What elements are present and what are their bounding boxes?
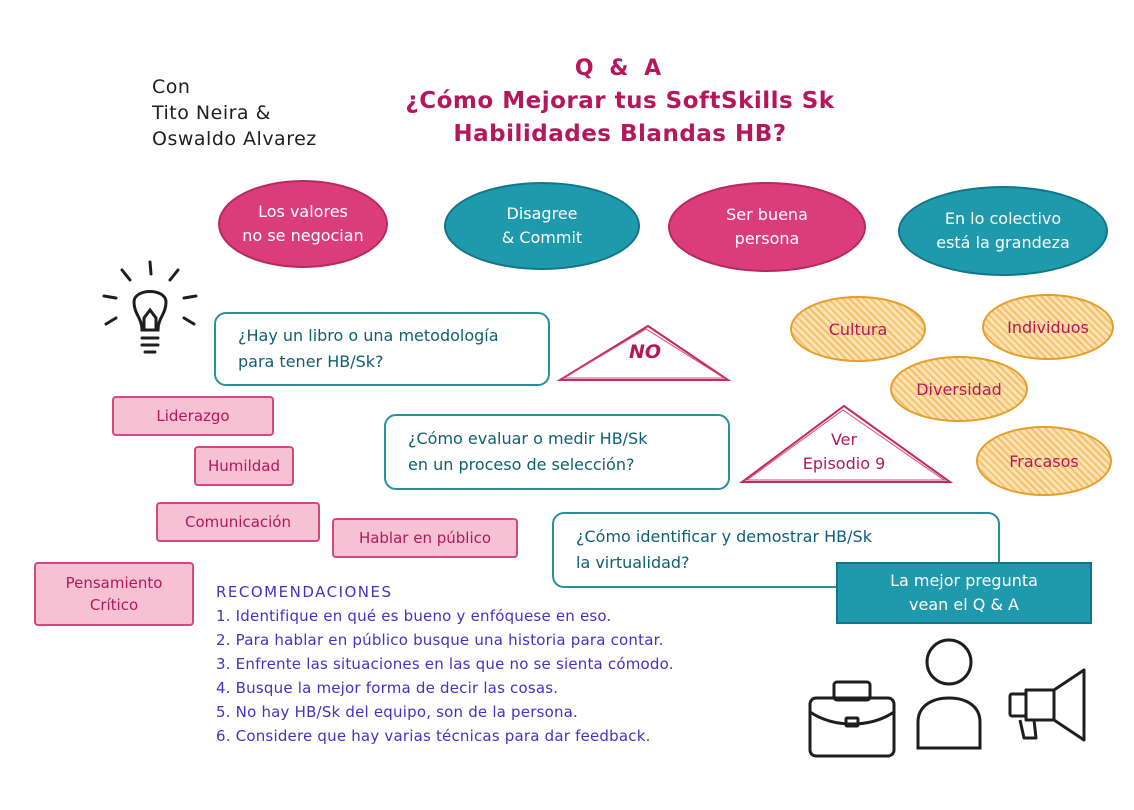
best-question-text: vean el Q & A: [909, 595, 1019, 614]
credits: Con Tito Neira & Oswaldo Alvarez: [152, 74, 317, 152]
lightbulb-icon: [102, 260, 198, 354]
title-line: Habilidades Blandas HB?: [453, 121, 787, 147]
skill-tag: Liderazgo: [112, 396, 274, 436]
value-text: Los valores: [258, 202, 348, 221]
credits-line: Oswaldo Alvarez: [152, 128, 317, 150]
value-text: & Commit: [501, 228, 583, 247]
recommendation-item: 1. Identifique en qué es bueno y enfóque…: [216, 607, 612, 625]
recommendation-item: 2. Para hablar en público busque una his…: [216, 631, 664, 649]
recommendations: RECOMENDACIONES 1. Identifique en qué es…: [216, 580, 674, 748]
recommendation-item: 5. No hay HB/Sk del equipo, son de la pe…: [216, 703, 579, 721]
question-text: la virtualidad?: [576, 553, 690, 572]
episode-triangle: [738, 404, 954, 483]
episode-text: Episodio 9: [802, 454, 886, 473]
value-text: Disagree: [506, 204, 578, 223]
question-box: ¿Cómo evaluar o medir HB/Sk en un proces…: [384, 414, 730, 490]
skill-tag: Hablar en público: [332, 518, 518, 558]
best-question-box: La mejor pregunta vean el Q & A: [836, 562, 1092, 624]
question-text: ¿Hay un libro o una metodología: [238, 326, 499, 345]
culture-bubble: Fracasos: [976, 426, 1112, 496]
no-triangle: [556, 324, 732, 381]
question-box: ¿Hay un libro o una metodología para ten…: [214, 312, 550, 386]
best-question-text: La mejor pregunta: [890, 571, 1038, 590]
value-bubble: Disagree & Commit: [444, 182, 640, 270]
skill-text: Crítico: [89, 596, 139, 614]
culture-bubble: Individuos: [982, 294, 1114, 360]
recommendations-title: RECOMENDACIONES: [216, 583, 393, 601]
skill-tag: Comunicación: [156, 502, 320, 542]
culture-bubble: Cultura: [790, 296, 926, 362]
title-line: ¿Cómo Mejorar tus SoftSkills Sk: [405, 88, 835, 114]
title-qa: Q & A: [574, 56, 666, 81]
value-text: no se negocian: [242, 226, 364, 245]
question-text: en un proceso de selección?: [408, 455, 635, 474]
value-text: persona: [734, 229, 800, 248]
question-text: ¿Cómo evaluar o medir HB/Sk: [408, 429, 648, 448]
culture-bubble: Diversidad: [890, 356, 1028, 422]
question-text: ¿Cómo identificar y demostrar HB/Sk: [576, 527, 872, 546]
skill-text: Pensamiento: [65, 574, 163, 592]
value-text: En lo colectivo: [944, 209, 1062, 228]
value-bubble: En lo colectivo está la grandeza: [898, 186, 1108, 276]
episode-text: Ver: [830, 430, 858, 449]
value-bubble: Ser buena persona: [668, 182, 866, 272]
value-bubble: Los valores no se negocian: [218, 180, 388, 268]
skill-tag: Humildad: [194, 446, 294, 486]
credits-line: Con: [152, 76, 191, 98]
megaphone-icon: [1008, 668, 1086, 742]
recommendation-item: 4. Busque la mejor forma de decir las co…: [216, 679, 559, 697]
credits-line: Tito Neira &: [152, 102, 271, 124]
no-answer: NO: [628, 341, 662, 363]
value-text: está la grandeza: [936, 233, 1070, 252]
recommendation-item: 6. Considere que hay varias técnicas par…: [216, 727, 651, 745]
page-title: Q & A ¿Cómo Mejorar tus SoftSkills Sk Ha…: [340, 56, 900, 151]
person-icon: [916, 638, 982, 750]
recommendation-item: 3. Enfrente las situaciones en las que n…: [216, 655, 674, 673]
question-text: para tener HB/Sk?: [238, 352, 384, 371]
value-text: Ser buena: [726, 205, 808, 224]
briefcase-icon: [808, 680, 896, 758]
episode-answer: Ver Episodio 9: [776, 428, 912, 476]
